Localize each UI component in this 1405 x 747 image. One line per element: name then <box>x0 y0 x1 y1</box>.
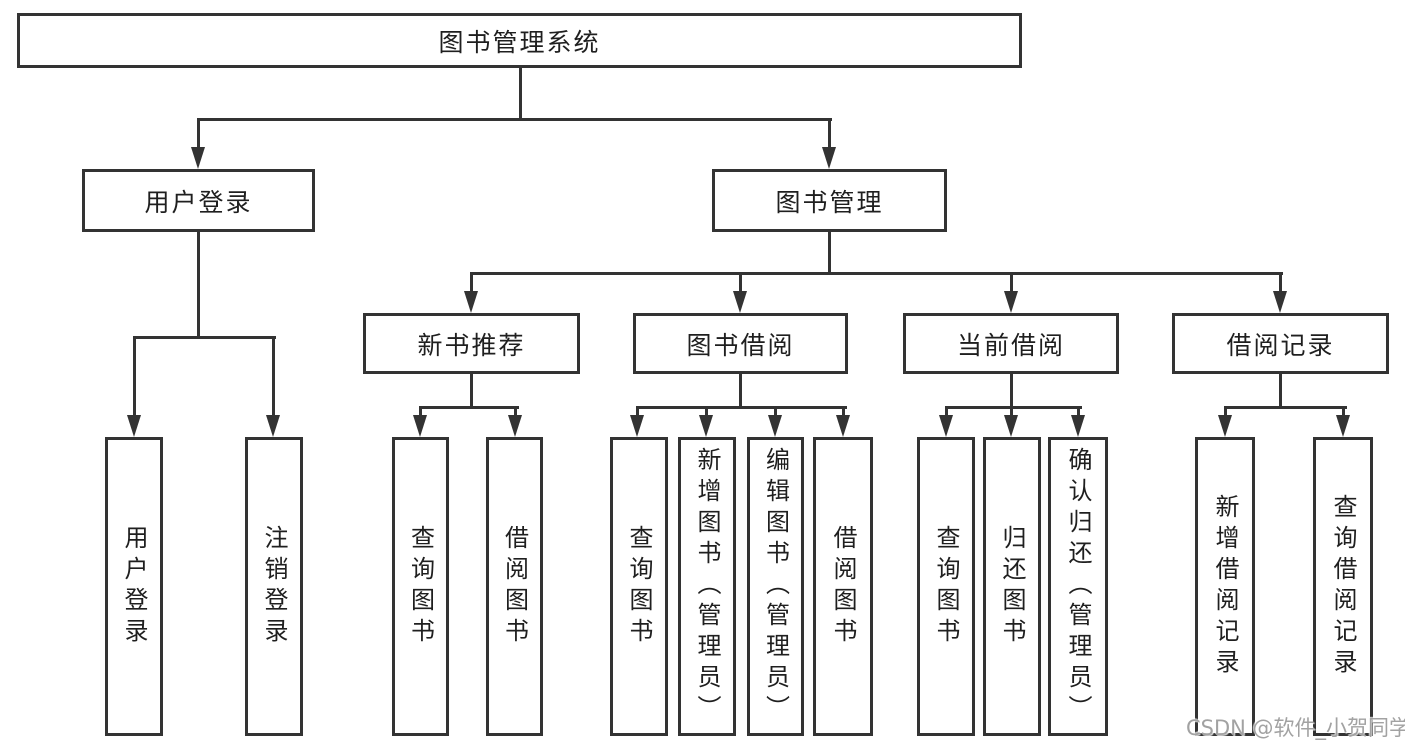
leaf-bb-edit-books-admin-label: 编辑图书（管理员） <box>761 447 790 726</box>
connector-drop-current-borrowing <box>1010 275 1013 291</box>
node-current-borrowing-label: 当前借阅 <box>956 330 1065 360</box>
arrowhead-down-bb-borrow <box>836 415 850 437</box>
leaf-cb-query-books: 查询图书 <box>917 437 975 736</box>
node-borrow-records: 借阅记录 <box>1172 313 1389 374</box>
node-current-borrowing: 当前借阅 <box>903 313 1119 374</box>
connector-drop-cb-query <box>945 409 948 415</box>
node-root-label: 图书管理系统 <box>438 27 601 57</box>
connector-drop-nb-query <box>419 409 422 415</box>
node-book-management-label: 图书管理 <box>775 187 884 217</box>
arrowhead-down-br-add <box>1218 415 1232 437</box>
connector-drop-leaf-logout <box>272 339 275 415</box>
node-borrow-records-label: 借阅记录 <box>1226 330 1335 360</box>
leaf-cb-return-books-label: 归还图书 <box>998 524 1026 649</box>
csdn-watermark: CSDN @软件_小贺同学 <box>1186 716 1405 740</box>
arrowhead-down-leaf-login <box>127 415 141 437</box>
leaf-cb-confirm-return-admin-label: 确认归还（管理员） <box>1064 447 1092 726</box>
node-book-borrowing-label: 图书借阅 <box>686 330 795 360</box>
connector-nb-stem <box>470 374 473 406</box>
leaf-bb-query-books-label: 查询图书 <box>625 524 653 649</box>
leaf-nb-borrow-books-label: 借阅图书 <box>500 524 529 649</box>
connector-drop-cb-confirm <box>1077 409 1080 415</box>
connector-drop-book-borrowing <box>739 275 742 291</box>
connector-nb-crossbar <box>419 406 519 409</box>
leaf-br-add-record-label: 新增借阅记录 <box>1211 493 1239 680</box>
leaf-nb-borrow-books: 借阅图书 <box>486 437 543 736</box>
node-root: 图书管理系统 <box>17 13 1022 68</box>
leaf-bb-borrow-books-label: 借阅图书 <box>829 524 857 649</box>
node-user-login: 用户登录 <box>82 169 315 232</box>
connector-drop-nb-borrow <box>514 409 517 415</box>
leaf-bb-edit-books-admin: 编辑图书（管理员） <box>747 437 804 736</box>
connector-drop-new-book-recommend <box>470 275 473 291</box>
connector-drop-cb-return <box>1010 409 1013 415</box>
connector-drop-bb-add <box>705 409 708 415</box>
leaf-cb-confirm-return-admin: 确认归还（管理员） <box>1048 437 1108 736</box>
leaf-logout-label: 注销登录 <box>260 524 288 649</box>
node-new-book-recommend-label: 新书推荐 <box>417 330 526 360</box>
leaf-bb-add-books-admin: 新增图书（管理员） <box>678 437 736 736</box>
connector-cb-stem <box>1010 374 1013 406</box>
connector-root-stem <box>519 68 522 119</box>
arrowhead-down-book-management <box>822 147 836 169</box>
arrowhead-down-nb-borrow <box>508 415 522 437</box>
connector-book-mgmt-stem <box>828 232 831 272</box>
leaf-bb-add-books-admin-label: 新增图书（管理员） <box>693 447 721 726</box>
arrowhead-down-cb-confirm <box>1071 415 1085 437</box>
connector-drop-user-login <box>197 121 200 147</box>
arrowhead-down-user-login <box>191 147 205 169</box>
connector-drop-bb-edit <box>774 409 777 415</box>
connector-user-login-crossbar <box>133 336 276 339</box>
leaf-br-query-record-label: 查询借阅记录 <box>1329 493 1357 680</box>
arrowhead-down-bb-query <box>630 415 644 437</box>
node-book-borrowing: 图书借阅 <box>633 313 848 374</box>
leaf-cb-return-books: 归还图书 <box>983 437 1041 736</box>
connector-drop-bb-query <box>636 409 639 415</box>
connector-drop-borrow-records <box>1279 275 1282 291</box>
connector-br-stem <box>1279 374 1282 406</box>
connector-drop-br-add <box>1224 409 1227 415</box>
arrowhead-down-book-borrowing <box>733 291 747 313</box>
leaf-user-login-label: 用户登录 <box>120 524 148 649</box>
arrowhead-down-nb-query <box>413 415 427 437</box>
connector-book-mgmt-crossbar <box>470 272 1283 275</box>
node-book-management: 图书管理 <box>712 169 947 232</box>
node-user-login-label: 用户登录 <box>144 187 253 217</box>
arrowhead-down-borrow-records <box>1273 291 1287 313</box>
connector-bb-crossbar <box>636 406 847 409</box>
leaf-br-query-record: 查询借阅记录 <box>1313 437 1373 736</box>
connector-bb-stem <box>739 374 742 406</box>
connector-br-crossbar <box>1224 406 1347 409</box>
leaf-nb-query-books: 查询图书 <box>392 437 449 736</box>
arrowhead-down-current-borrowing <box>1004 291 1018 313</box>
node-new-book-recommend: 新书推荐 <box>363 313 580 374</box>
connector-drop-leaf-login <box>133 339 136 415</box>
connector-drop-bb-borrow <box>842 409 845 415</box>
leaf-logout: 注销登录 <box>245 437 303 736</box>
arrowhead-down-bb-edit <box>768 415 782 437</box>
connector-root-crossbar <box>197 118 832 121</box>
leaf-cb-query-books-label: 查询图书 <box>932 524 960 649</box>
leaf-user-login: 用户登录 <box>105 437 163 736</box>
connector-drop-book-management <box>828 121 831 147</box>
arrowhead-down-cb-query <box>939 415 953 437</box>
connector-user-login-stem <box>197 232 200 336</box>
connector-drop-br-query <box>1342 409 1345 415</box>
arrowhead-down-new-book-recommend <box>464 291 478 313</box>
arrowhead-down-bb-add <box>699 415 713 437</box>
arrowhead-down-leaf-logout <box>266 415 280 437</box>
leaf-br-add-record: 新增借阅记录 <box>1195 437 1255 736</box>
arrowhead-down-br-query <box>1336 415 1350 437</box>
arrowhead-down-cb-return <box>1004 415 1018 437</box>
leaf-bb-query-books: 查询图书 <box>610 437 668 736</box>
leaf-bb-borrow-books: 借阅图书 <box>813 437 873 736</box>
leaf-nb-query-books-label: 查询图书 <box>406 524 435 649</box>
connector-cb-crossbar <box>945 406 1082 409</box>
